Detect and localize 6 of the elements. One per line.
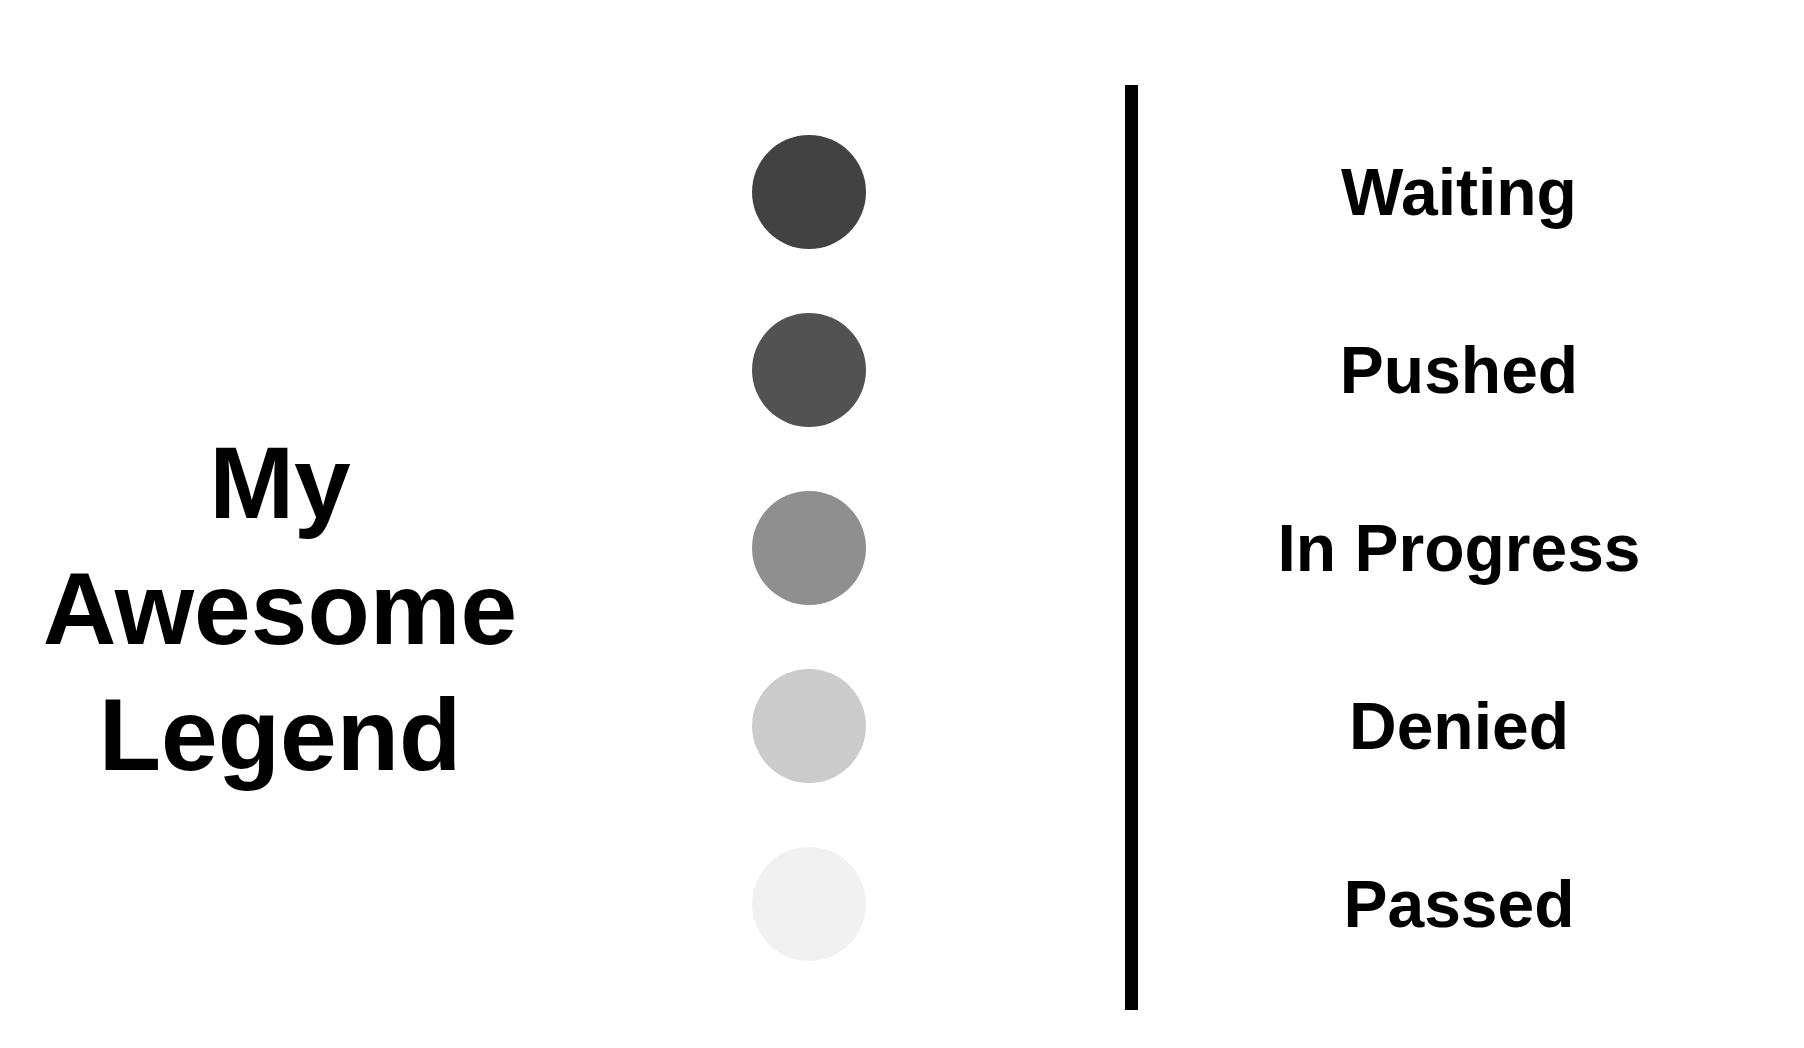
legend-title: My Awesome Legend bbox=[41, 425, 519, 794]
legend-label: Pushed bbox=[1339, 332, 1579, 409]
legend-label: Waiting bbox=[1341, 154, 1577, 231]
legend-label: Passed bbox=[1343, 866, 1575, 943]
legend-label: In Progress bbox=[1277, 510, 1641, 587]
legend-label: Denied bbox=[1349, 688, 1569, 765]
